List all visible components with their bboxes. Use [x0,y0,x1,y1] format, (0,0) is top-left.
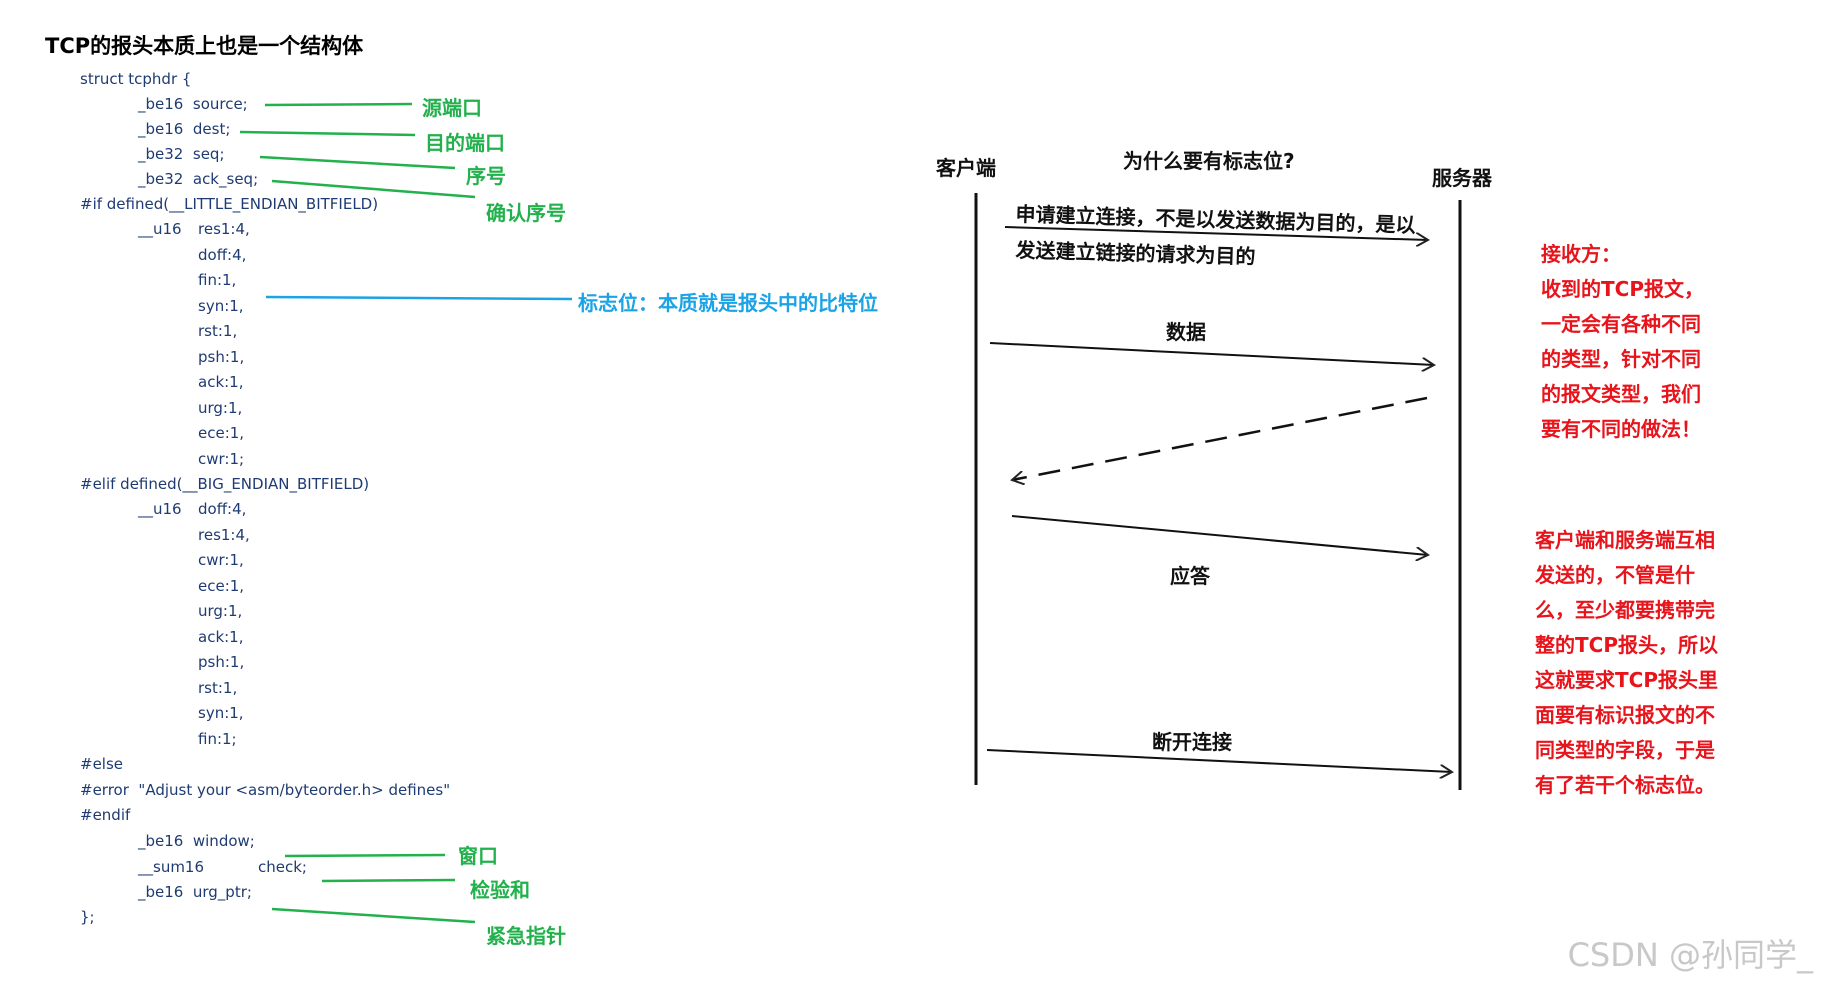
server-label: 服务器 [1432,166,1492,190]
note-line: 收到的TCP报文， [1541,277,1704,301]
check-connector [321,878,456,883]
client-label: 客户端 [936,156,996,180]
code-line: syn:1, [198,297,244,315]
annotation-source: 源端口 [422,96,482,120]
disconnect-arrow [986,749,1452,772]
code-line: ece:1, [198,424,245,442]
code-line: }; [80,908,95,926]
code-line: __u16 [138,500,182,518]
annotation-seq: 序号 [466,164,506,188]
code-line: doff:4, [198,246,247,264]
annotation-check: 检验和 [470,878,530,902]
code-line: __u16 [138,220,182,238]
code-line: #else [80,755,124,773]
note-line: 整的TCP报头，所以 [1535,633,1718,657]
window-connector [284,853,446,858]
note-line: 同类型的字段，于是 [1535,738,1715,762]
note-line: 一定会有各种不同 [1541,312,1701,336]
disconnect-label: 断开连接 [1152,730,1232,754]
code-line: rst:1, [198,322,238,340]
annotation-ack-seq: 确认序号 [486,201,566,225]
question-label: 为什么要有标志位? [1123,149,1295,173]
receiver-note: 接收方： 收到的TCP报文， 一定会有各种不同 的类型，针对不同 的报文类型，我… [1541,237,1704,447]
note-line: 面要有标识报文的不 [1535,703,1715,727]
code-line: urg:1, [198,602,243,620]
dest-connector [239,130,416,137]
data-label: 数据 [1166,320,1206,344]
note-line: 要有不同的做法！ [1541,417,1701,441]
note-line: 有了若干个标志位。 [1535,773,1715,797]
note-line: 接收方： [1541,242,1621,266]
code-line: doff:4, [198,500,247,518]
code-line: _be16 window; [138,832,255,850]
code-line: _be32 seq; [138,145,225,163]
code-line: ece:1, [198,577,245,595]
code-line: rst:1, [198,679,238,697]
code-line: cwr:1, [198,551,244,569]
annotation-urg-ptr: 紧急指针 [486,924,566,948]
reply-arrow [1011,515,1428,555]
note-line: 客户端和服务端互相 [1535,528,1715,552]
code-line: psh:1, [198,348,245,366]
code-line: res1:4, [198,220,250,238]
code-line: res1:4, [198,526,250,544]
annotation-dest: 目的端口 [425,131,505,155]
code-line: _be16 urg_ptr; [138,883,252,901]
annotation-flags: 标志位：本质就是报头中的比特位 [578,291,878,315]
code-line: __sum16 [138,858,205,876]
note-line: 发送的，不管是什 [1535,563,1695,587]
seq-connector [259,155,456,170]
data-arrow [989,342,1434,365]
code-line: syn:1, [198,704,244,722]
code-line: fin:1, [198,271,237,289]
annotation-window: 窗口 [458,844,498,868]
code-line: _be16 dest; [138,120,231,138]
code-line: struct tcphdr { [80,70,192,88]
reply-label: 应答 [1170,564,1210,588]
code-line: #endif [80,806,131,824]
note-line: 的类型，针对不同 [1541,347,1701,371]
urg-ptr-connector [271,907,476,924]
code-line: psh:1, [198,653,245,671]
dashed-return-arrow [1012,396,1428,480]
code-line: cwr:1; [198,450,245,468]
request-arrow [1004,226,1428,240]
source-connector [264,102,413,107]
code-line: urg:1, [198,399,243,417]
note-line: 么，至少都要携带完 [1535,598,1715,622]
code-line: ack:1, [198,628,244,646]
ack-seq-connector [271,179,476,199]
note-line: 这就要求TCP报头里 [1535,668,1718,692]
code-line: #if defined(__LITTLE_ENDIAN_BITFIELD) [80,195,379,213]
header-note: 客户端和服务端互相 发送的，不管是什 么，至少都要携带完 整的TCP报头，所以 … [1535,523,1718,803]
page-title: TCP的报头本质上也是一个结构体 [45,34,364,58]
code-line: _be32 ack_seq; [138,170,259,188]
code-line: check; [258,858,307,876]
note-line: 的报文类型，我们 [1541,382,1701,406]
code-line: #error "Adjust your <asm/byteorder.h> de… [80,781,451,799]
watermark: CSDN @孙同学_ [1567,936,1813,974]
flags-connector [265,295,573,301]
code-line: #elif defined(__BIG_ENDIAN_BITFIELD) [80,475,370,493]
code-line: ack:1, [198,373,244,391]
code-line: _be16 source; [138,95,248,113]
code-line: fin:1; [198,730,237,748]
